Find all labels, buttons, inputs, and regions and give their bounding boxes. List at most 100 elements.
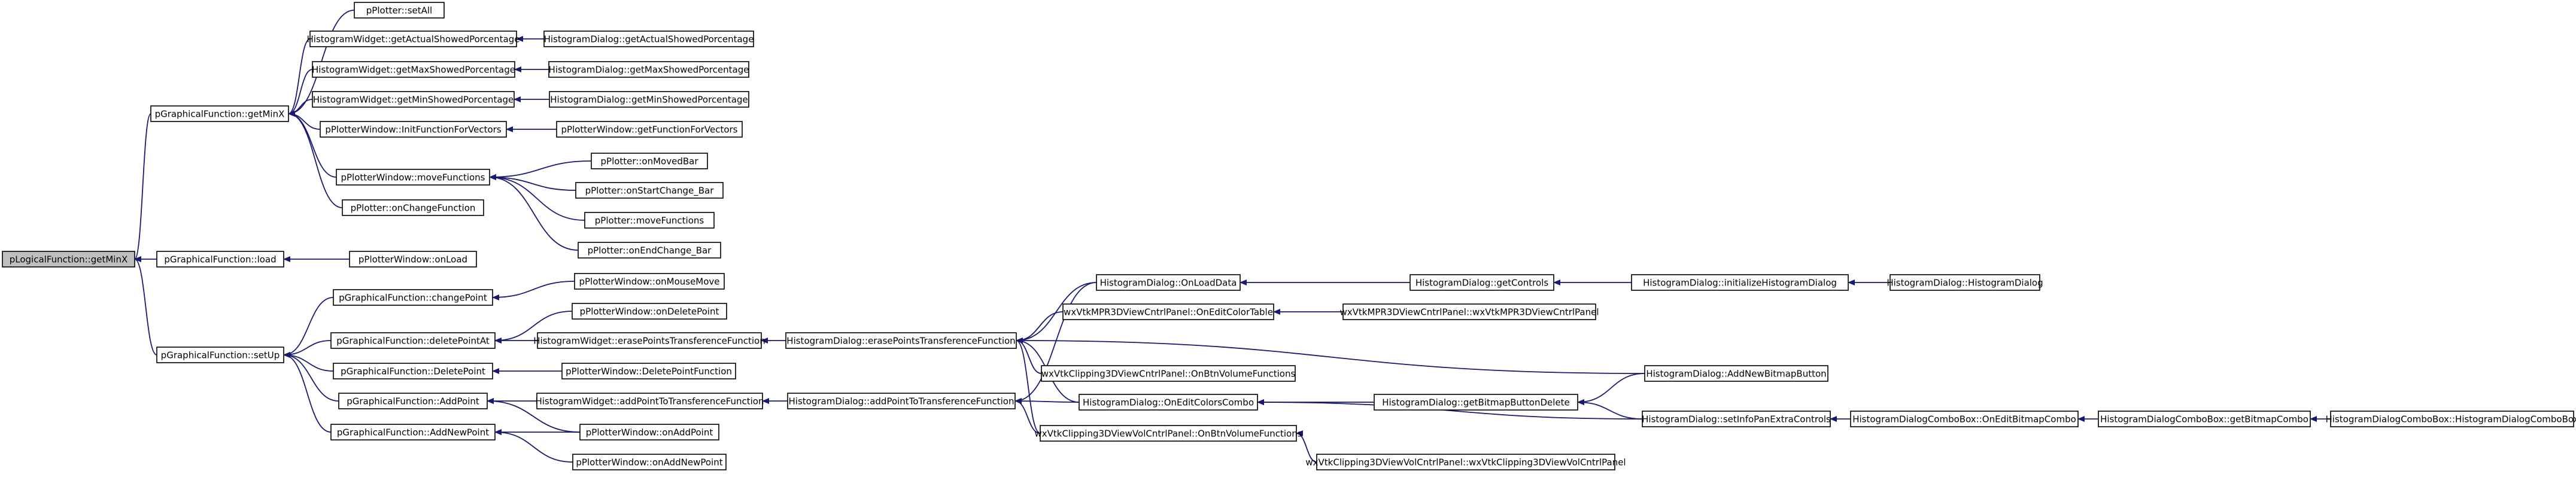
graph-node-pp_onEndChange[interactable]: pPlotter::onEndChange_Bar xyxy=(578,242,721,259)
graph-node-clip_OnBtn[interactable]: wxVtkClipping3DViewCntrlPanel::OnBtnVolu… xyxy=(1041,365,1296,382)
node-box[interactable] xyxy=(579,424,719,440)
graph-node-hd_OnEditColors[interactable]: HistogramDialog::OnEditColorsCombo xyxy=(1079,394,1258,411)
node-box[interactable] xyxy=(536,393,763,409)
node-box[interactable] xyxy=(785,332,1017,349)
graph-node-pw_onMouseMove[interactable]: pPlotterWindow::onMouseMove xyxy=(574,273,725,290)
graph-node-hd_erase[interactable]: HistogramDialog::erasePointsTransference… xyxy=(785,332,1017,349)
graph-node-hw_addPoint[interactable]: HistogramWidget::addPointToTransferenceF… xyxy=(535,393,764,409)
graph-node-hw_getMin[interactable]: HistogramWidget::getMinShowedPorcentage xyxy=(312,91,515,108)
node-box[interactable] xyxy=(1096,274,1241,291)
graph-node-pw_onAddNewPoint[interactable]: pPlotterWindow::onAddNewPoint xyxy=(572,454,727,470)
graph-node-hd_addPoint[interactable]: HistogramDialog::addPointToTransferenceF… xyxy=(787,393,1016,409)
graph-node-pp_moveFunctions[interactable]: pPlotter::moveFunctions xyxy=(584,212,715,229)
graph-node-pp_setAll[interactable]: pPlotter::setAll xyxy=(354,2,445,19)
graph-node-hdc_ctor[interactable]: HistogramDialogComboBox::HistogramDialog… xyxy=(2326,411,2576,427)
node-box[interactable] xyxy=(572,454,727,470)
graph-node-pw_onAddPoint[interactable]: pPlotterWindow::onAddPoint xyxy=(579,424,719,440)
node-box[interactable] xyxy=(556,121,743,138)
node-box[interactable] xyxy=(543,31,754,47)
graph-node-hw_getMax[interactable]: HistogramWidget::getMaxShowedPorcentage xyxy=(312,61,515,78)
node-box[interactable] xyxy=(338,393,488,409)
node-box[interactable] xyxy=(330,332,496,349)
node-box[interactable] xyxy=(312,61,515,78)
graph-node-gf_load[interactable]: pGraphicalFunction::load xyxy=(156,251,284,268)
node-box[interactable] xyxy=(320,121,507,138)
graph-node-hd_setInfoPan[interactable]: HistogramDialog::setInfoPanExtraControls xyxy=(1642,411,1831,427)
node-box[interactable] xyxy=(575,182,724,199)
node-box[interactable] xyxy=(584,212,715,229)
node-box[interactable] xyxy=(572,303,727,320)
node-box[interactable] xyxy=(312,91,515,108)
node-box[interactable] xyxy=(549,91,749,108)
graph-node-hw_erase[interactable]: HistogramWidget::erasePointsTransference… xyxy=(533,332,765,349)
node-box[interactable] xyxy=(156,251,284,268)
node-box[interactable] xyxy=(787,393,1016,409)
node-box[interactable] xyxy=(333,363,493,379)
graph-node-hd_getBitmapDel[interactable]: HistogramDialog::getBitmapButtonDelete xyxy=(1374,394,1578,411)
graph-node-hdc_getBitmap[interactable]: HistogramDialogComboBox::getBitmapCombo xyxy=(2098,411,2311,427)
node-box[interactable] xyxy=(156,347,284,363)
graph-node-clipvol_ctor[interactable]: wxVtkClipping3DViewVolCntrlPanel::wxVtkC… xyxy=(1305,454,1626,470)
node-box[interactable] xyxy=(336,169,490,186)
node-box[interactable] xyxy=(537,332,762,349)
node-box[interactable] xyxy=(1642,411,1831,427)
graph-node-hd_getMin[interactable]: HistogramDialog::getMinShowedPorcentage xyxy=(549,91,749,108)
graph-node-gf_AddPoint[interactable]: pGraphicalFunction::AddPoint xyxy=(338,393,488,409)
node-box[interactable] xyxy=(1374,394,1578,411)
graph-node-gf_changePoint[interactable]: pGraphicalFunction::changePoint xyxy=(333,289,493,306)
node-box[interactable] xyxy=(591,153,708,169)
graph-node-root[interactable]: pLogicalFunction::getMinX xyxy=(2,251,135,268)
graph-node-hd_AddNewBitmap[interactable]: HistogramDialog::AddNewBitmapButton xyxy=(1644,365,1828,382)
graph-node-hw_getActual[interactable]: HistogramWidget::getActualShowedPorcenta… xyxy=(307,31,520,47)
node-box[interactable] xyxy=(1890,274,2040,291)
node-box[interactable] xyxy=(330,424,496,440)
node-box[interactable] xyxy=(309,31,517,47)
node-box[interactable] xyxy=(1062,303,1274,320)
graph-node-hd_initialize[interactable]: HistogramDialog::initializeHistogramDial… xyxy=(1631,274,1849,291)
node-box[interactable] xyxy=(1316,454,1615,470)
graph-node-gf_deletePointAt[interactable]: pGraphicalFunction::deletePointAt xyxy=(330,332,496,349)
graph-node-hd_getActual[interactable]: HistogramDialog::getActualShowedPorcenta… xyxy=(543,31,754,47)
node-box[interactable] xyxy=(1631,274,1849,291)
graph-node-pp_onStartChange[interactable]: pPlotter::onStartChange_Bar xyxy=(575,182,724,199)
node-box[interactable] xyxy=(548,61,749,78)
graph-node-hd_getControls[interactable]: HistogramDialog::getControls xyxy=(1409,274,1554,291)
graph-node-mpr_OnEdit[interactable]: wxVtkMPR3DViewCntrlPanel::OnEditColorTab… xyxy=(1062,303,1274,320)
node-box[interactable] xyxy=(561,363,736,379)
node-box[interactable] xyxy=(1850,411,2079,427)
graph-node-pw_move[interactable]: pPlotterWindow::moveFunctions xyxy=(336,169,490,186)
graph-node-hd_ctor[interactable]: HistogramDialog::HistogramDialog xyxy=(1887,274,2043,291)
graph-node-gf_setUp[interactable]: pGraphicalFunction::setUp xyxy=(156,347,284,363)
graph-node-clipvol_OnBtn[interactable]: wxVtkClipping3DViewVolCntrlPanel::OnBtnV… xyxy=(1034,425,1302,442)
graph-node-gf_DeletePoint[interactable]: pGraphicalFunction::DeletePoint xyxy=(333,363,493,379)
node-box[interactable] xyxy=(1644,365,1828,382)
graph-node-hd_getMax[interactable]: HistogramDialog::getMaxShowedPorcentage xyxy=(548,61,749,78)
graph-node-pw_DeletePointFunction[interactable]: pPlotterWindow::DeletePointFunction xyxy=(561,363,736,379)
node-box[interactable] xyxy=(1041,365,1296,382)
graph-node-pp_onMovedBar[interactable]: pPlotter::onMovedBar xyxy=(591,153,708,169)
graph-node-mpr_ctor[interactable]: wxVtkMPR3DViewCntrlPanel::wxVtkMPR3DView… xyxy=(1339,303,1599,320)
node-box[interactable] xyxy=(2098,411,2311,427)
graph-node-pw_getFunc[interactable]: pPlotterWindow::getFunctionForVectors xyxy=(556,121,743,138)
node-box[interactable] xyxy=(354,2,445,19)
node-box[interactable] xyxy=(333,289,493,306)
node-box[interactable] xyxy=(1079,394,1258,411)
node-box[interactable] xyxy=(1342,303,1596,320)
node-box[interactable] xyxy=(349,251,477,268)
graph-node-pw_init[interactable]: pPlotterWindow::InitFunctionForVectors xyxy=(320,121,507,138)
graph-node-hdc_OnEdit[interactable]: HistogramDialogComboBox::OnEditBitmapCom… xyxy=(1850,411,2079,427)
node-box[interactable] xyxy=(342,199,484,216)
node-box[interactable] xyxy=(1040,425,1297,442)
node-box[interactable] xyxy=(150,105,289,122)
graph-node-gf_getMinX[interactable]: pGraphicalFunction::getMinX xyxy=(150,105,289,122)
graph-node-gf_AddNewPoint[interactable]: pGraphicalFunction::AddNewPoint xyxy=(330,424,496,440)
graph-node-pw_onDeletePoint[interactable]: pPlotterWindow::onDeletePoint xyxy=(572,303,727,320)
node-box[interactable] xyxy=(2,251,135,268)
graph-node-pw_onLoad[interactable]: pPlotterWindow::onLoad xyxy=(349,251,477,268)
node-box[interactable] xyxy=(578,242,721,259)
node-box[interactable] xyxy=(1409,274,1554,291)
graph-node-hd_OnLoadData[interactable]: HistogramDialog::OnLoadData xyxy=(1096,274,1241,291)
node-box[interactable] xyxy=(574,273,725,290)
node-box[interactable] xyxy=(2330,411,2574,427)
graph-node-pp_onChangeFunction[interactable]: pPlotter::onChangeFunction xyxy=(342,199,484,216)
